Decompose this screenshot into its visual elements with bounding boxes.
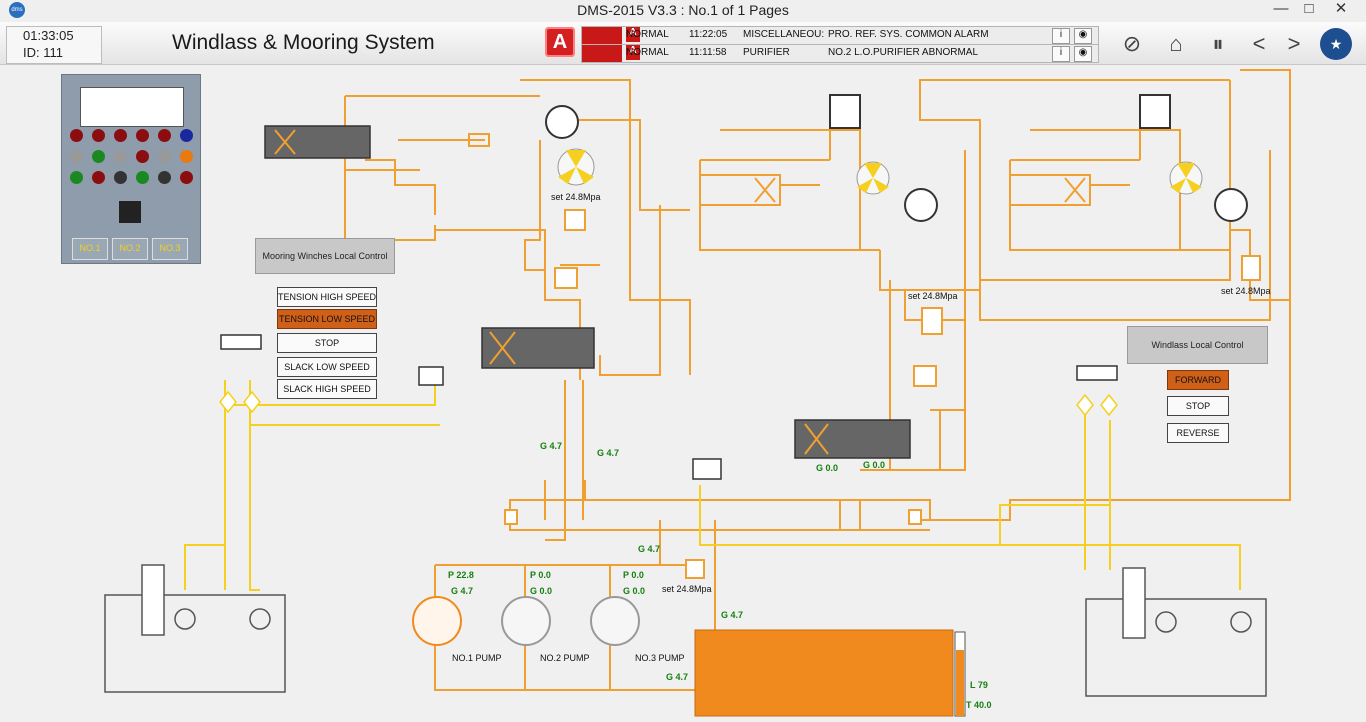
app-title: Windlass & Mooring System — [172, 31, 435, 54]
slack-high-speed-button[interactable]: SLACK HIGH SPEED — [277, 379, 377, 399]
alarm-group: MISCELLANEOU: — [743, 29, 825, 40]
ack-icon[interactable] — [582, 27, 622, 44]
alarm-text: PRO. REF. SYS. COMMON ALARM — [828, 29, 989, 40]
minimize-button[interactable]: — — [1273, 0, 1289, 17]
emblem-icon: ★ — [1320, 28, 1352, 60]
prev-icon[interactable]: < — [1252, 31, 1266, 56]
mooring-control-header: Mooring Winches Local Control — [255, 238, 395, 274]
maximize-button[interactable]: □ — [1304, 0, 1314, 17]
clock-panel: 01:33:05 ID: 111 — [6, 26, 102, 64]
gauge-reading: G 4.7 — [721, 610, 744, 620]
window-title: DMS-2015 V3.3 : No.1 of 1 Pages — [577, 2, 789, 18]
alarm-time: 11:22:05 — [689, 29, 728, 40]
alarm-badge: A — [626, 45, 640, 60]
alarm-text: NO.2 L.O.PURIFIER ABNORMAL — [828, 47, 979, 58]
local-control-panel: NO.1 NO.2 NO.3 — [61, 74, 201, 264]
gauge-reading: G 4.7 — [540, 441, 563, 451]
info-button[interactable]: i — [1052, 46, 1070, 62]
relief-setpoint-label: set 24.8Mpa — [908, 291, 958, 301]
pump3-pressure: P 0.0 — [623, 570, 644, 580]
alarm-icon[interactable]: A — [545, 27, 575, 57]
pump1-label[interactable]: NO.1 PUMP — [452, 653, 502, 663]
panel-button-no3[interactable]: NO.3 — [152, 238, 188, 260]
alarm-state: NORMAL — [626, 29, 669, 40]
alarm-row-2[interactable]: A NORMAL 11:11:58 PURIFIER NO.2 L.O.PURI… — [581, 44, 1099, 63]
panel-display — [80, 87, 184, 127]
alarm-time: 11:11:58 — [689, 47, 727, 58]
gauge-reading: G 4.7 — [666, 672, 689, 682]
reverse-button[interactable]: REVERSE — [1167, 423, 1229, 443]
pump1-gauge: G 4.7 — [451, 586, 474, 596]
windlass-stop-button[interactable]: STOP — [1167, 396, 1229, 416]
pump2-pressure: P 0.0 — [530, 570, 551, 580]
pump3-gauge: G 0.0 — [623, 586, 646, 596]
pump1-pressure: P 22.8 — [448, 570, 474, 580]
tank-temperature: T 40.0 — [966, 700, 992, 710]
gauge-reading: G 4.7 — [638, 544, 661, 554]
alarm-group: PURIFIER — [743, 47, 790, 58]
info-button[interactable]: i — [1052, 28, 1070, 44]
panel-button-no2[interactable]: NO.2 — [112, 238, 148, 260]
pump2-gauge: G 0.0 — [530, 586, 553, 596]
next-icon[interactable]: > — [1287, 31, 1301, 56]
home-icon[interactable]: ⌂ — [1169, 31, 1183, 56]
tension-high-speed-button[interactable]: TENSION HIGH SPEED — [277, 287, 377, 307]
alarm-badge: A — [626, 27, 640, 42]
clock-time: 01:33:05 — [23, 28, 74, 43]
windlass-control-header: Windlass Local Control — [1127, 326, 1268, 364]
gauge-reading: G 0.0 — [863, 460, 886, 470]
alarm-state: NORMAL — [626, 47, 669, 58]
pump2-label[interactable]: NO.2 PUMP — [540, 653, 590, 663]
tank-level: L 79 — [970, 680, 988, 690]
relief-setpoint-label: set 24.8Mpa — [662, 584, 712, 594]
indicator-lamps — [66, 123, 196, 184]
relief-setpoint-label: set 24.8Mpa — [551, 192, 601, 202]
station-id: ID: 111 — [7, 44, 101, 61]
relief-setpoint-label: set 24.8Mpa — [1221, 286, 1271, 296]
close-button[interactable]: ✕ — [1334, 0, 1348, 17]
silence-icon[interactable]: ◉ — [1074, 28, 1092, 44]
slack-low-speed-button[interactable]: SLACK LOW SPEED — [277, 357, 377, 377]
gauge-reading: G 0.0 — [816, 463, 839, 473]
app-icon: dms — [9, 2, 25, 18]
ack-icon[interactable] — [582, 45, 622, 62]
alarm-row-1[interactable]: A NORMAL 11:22:05 MISCELLANEOU: PRO. REF… — [581, 26, 1099, 45]
tension-low-speed-button[interactable]: TENSION LOW SPEED — [277, 309, 377, 329]
gauge-reading: G 4.7 — [597, 448, 620, 458]
panel-button-no1[interactable]: NO.1 — [72, 238, 108, 260]
id-value: 111 — [43, 45, 64, 60]
id-label: ID: — [23, 45, 40, 60]
pause-icon[interactable]: ⏸ — [1212, 31, 1224, 56]
pump3-label[interactable]: NO.3 PUMP — [635, 653, 685, 663]
mute-icon[interactable]: ⊘ — [1122, 31, 1142, 56]
key-switch-icon[interactable] — [119, 201, 141, 223]
forward-button[interactable]: FORWARD — [1167, 370, 1229, 390]
silence-icon[interactable]: ◉ — [1074, 46, 1092, 62]
mooring-stop-button[interactable]: STOP — [277, 333, 377, 353]
